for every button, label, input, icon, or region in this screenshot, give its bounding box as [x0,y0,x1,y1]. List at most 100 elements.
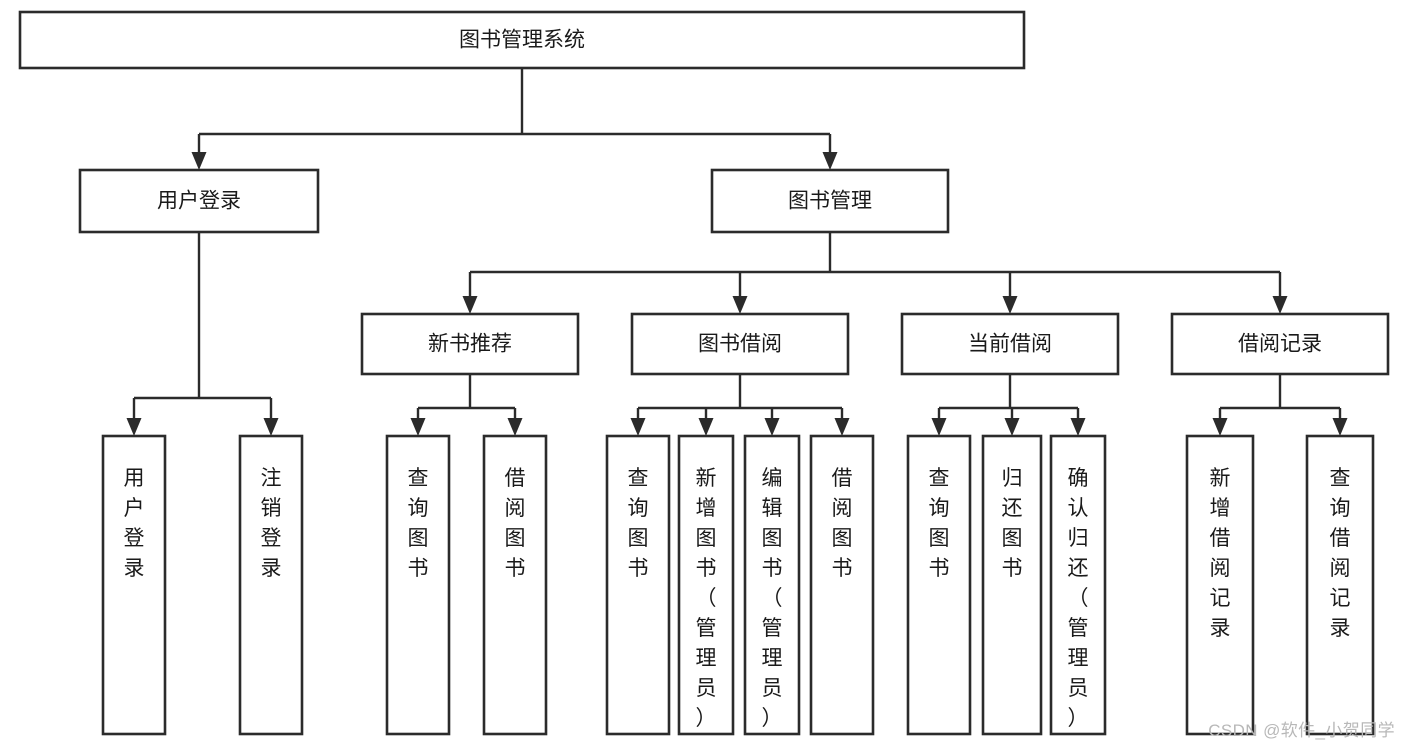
node-label-leaf-query-book-3: 询 [929,497,950,520]
node-box-leaf-borrow-book-2[interactable] [809,434,875,736]
node-label-leaf-edit-book: 员 [762,677,783,700]
node-label-leaf-add-book: 管 [696,617,717,640]
node-label-leaf-logout: 销 [261,497,282,520]
node-label-book-borrow: 图书借阅 [698,333,782,356]
node-label-leaf-logout: 登 [261,527,282,550]
node-new-book-rec[interactable]: 新书推荐 [360,312,580,376]
node-box-root[interactable] [18,10,1026,70]
node-borrow-record[interactable]: 借阅记录 [1170,312,1390,376]
node-box-leaf-add-record[interactable] [1185,434,1255,736]
node-label-leaf-query-record: 录 [1330,617,1351,640]
node-label-leaf-add-book: （ [696,587,717,610]
csdn-watermark: CSDN @软件_小贺同学 [1208,721,1395,740]
arrow-head-icon [698,418,714,436]
node-leaf-user-login[interactable]: 用户登录 [101,434,167,736]
node-box-leaf-query-book-2[interactable] [605,434,671,736]
node-box-leaf-confirm-return[interactable] [1049,434,1107,736]
node-label-leaf-add-record: 新 [1210,467,1231,490]
node-box-leaf-edit-book[interactable] [743,434,801,736]
node-label-leaf-query-record: 询 [1330,497,1351,520]
node-box-leaf-borrow-book-1[interactable] [482,434,548,736]
node-label-leaf-edit-book: 图 [762,527,783,550]
node-box-new-book-rec[interactable] [360,312,580,376]
node-label-leaf-confirm-return: （ [1068,587,1089,610]
node-label-leaf-confirm-return: 管 [1068,617,1089,640]
arrow-head-icon [822,152,838,170]
node-label-leaf-edit-book: 理 [762,647,783,670]
node-user-login[interactable]: 用户登录 [78,168,320,234]
node-box-borrow-record[interactable] [1170,312,1390,376]
arrow-head-icon [1002,296,1018,314]
node-label-leaf-user-login: 户 [124,497,145,520]
node-layer: 图书管理系统用户登录图书管理新书推荐图书借阅当前借阅借阅记录用户登录注销登录查询… [18,10,1390,736]
node-label-leaf-add-record: 录 [1210,617,1231,640]
node-box-leaf-query-book-3[interactable] [906,434,972,736]
node-label-leaf-edit-book: ） [762,707,783,730]
node-label-leaf-add-record: 借 [1210,527,1231,550]
node-label-leaf-confirm-return: 归 [1068,527,1089,550]
node-box-user-login[interactable] [78,168,320,234]
node-label-leaf-add-book: 理 [696,647,717,670]
node-label-leaf-query-record: 阅 [1330,557,1351,580]
arrow-head-icon [126,418,142,436]
node-label-leaf-confirm-return: 理 [1068,647,1089,670]
node-label-new-book-rec: 新书推荐 [428,333,512,356]
node-label-leaf-add-book: 员 [696,677,717,700]
node-label-leaf-query-book-3: 查 [929,467,950,490]
node-label-leaf-add-record: 增 [1210,497,1231,520]
node-book-borrow[interactable]: 图书借阅 [630,312,850,376]
node-label-root: 图书管理系统 [459,29,585,52]
node-box-leaf-query-record[interactable] [1305,434,1375,736]
node-box-book-borrow[interactable] [630,312,850,376]
node-label-leaf-query-book-3: 书 [929,557,950,580]
arrow-head-icon [191,152,207,170]
arrow-head-icon [764,418,780,436]
node-box-leaf-add-book[interactable] [677,434,735,736]
node-label-leaf-query-book-3: 图 [929,527,950,550]
node-root[interactable]: 图书管理系统 [18,10,1026,70]
node-label-leaf-edit-book: 编 [762,467,783,490]
node-label-leaf-logout: 录 [261,557,282,580]
node-label-leaf-logout: 注 [261,467,282,490]
node-label-leaf-edit-book: 管 [762,617,783,640]
node-label-current-borrow: 当前借阅 [968,333,1052,356]
arrow-head-icon [1212,418,1228,436]
node-box-leaf-user-login[interactable] [101,434,167,736]
node-label-leaf-borrow-book-1: 借 [505,467,526,490]
node-box-book-manage[interactable] [710,168,950,234]
node-label-leaf-borrow-book-2: 图 [832,527,853,550]
node-label-leaf-user-login: 登 [124,527,145,550]
node-label-leaf-confirm-return: 员 [1068,677,1089,700]
node-label-leaf-return-book: 还 [1002,497,1023,520]
arrow-head-icon [410,418,426,436]
node-box-leaf-return-book[interactable] [981,434,1043,736]
node-label-leaf-return-book: 书 [1002,557,1023,580]
node-label-leaf-borrow-book-1: 书 [505,557,526,580]
connector-layer [126,68,1348,436]
node-current-borrow[interactable]: 当前借阅 [900,312,1120,376]
arrow-head-icon [263,418,279,436]
node-label-borrow-record: 借阅记录 [1238,333,1322,356]
node-label-leaf-borrow-book-2: 书 [832,557,853,580]
node-label-leaf-add-book: 增 [696,497,717,520]
node-label-leaf-user-login: 用 [124,467,145,490]
node-box-current-borrow[interactable] [900,312,1120,376]
node-box-leaf-query-book-1[interactable] [385,434,451,736]
node-label-leaf-query-record: 借 [1330,527,1351,550]
node-box-leaf-logout[interactable] [238,434,304,736]
node-book-manage[interactable]: 图书管理 [710,168,950,234]
